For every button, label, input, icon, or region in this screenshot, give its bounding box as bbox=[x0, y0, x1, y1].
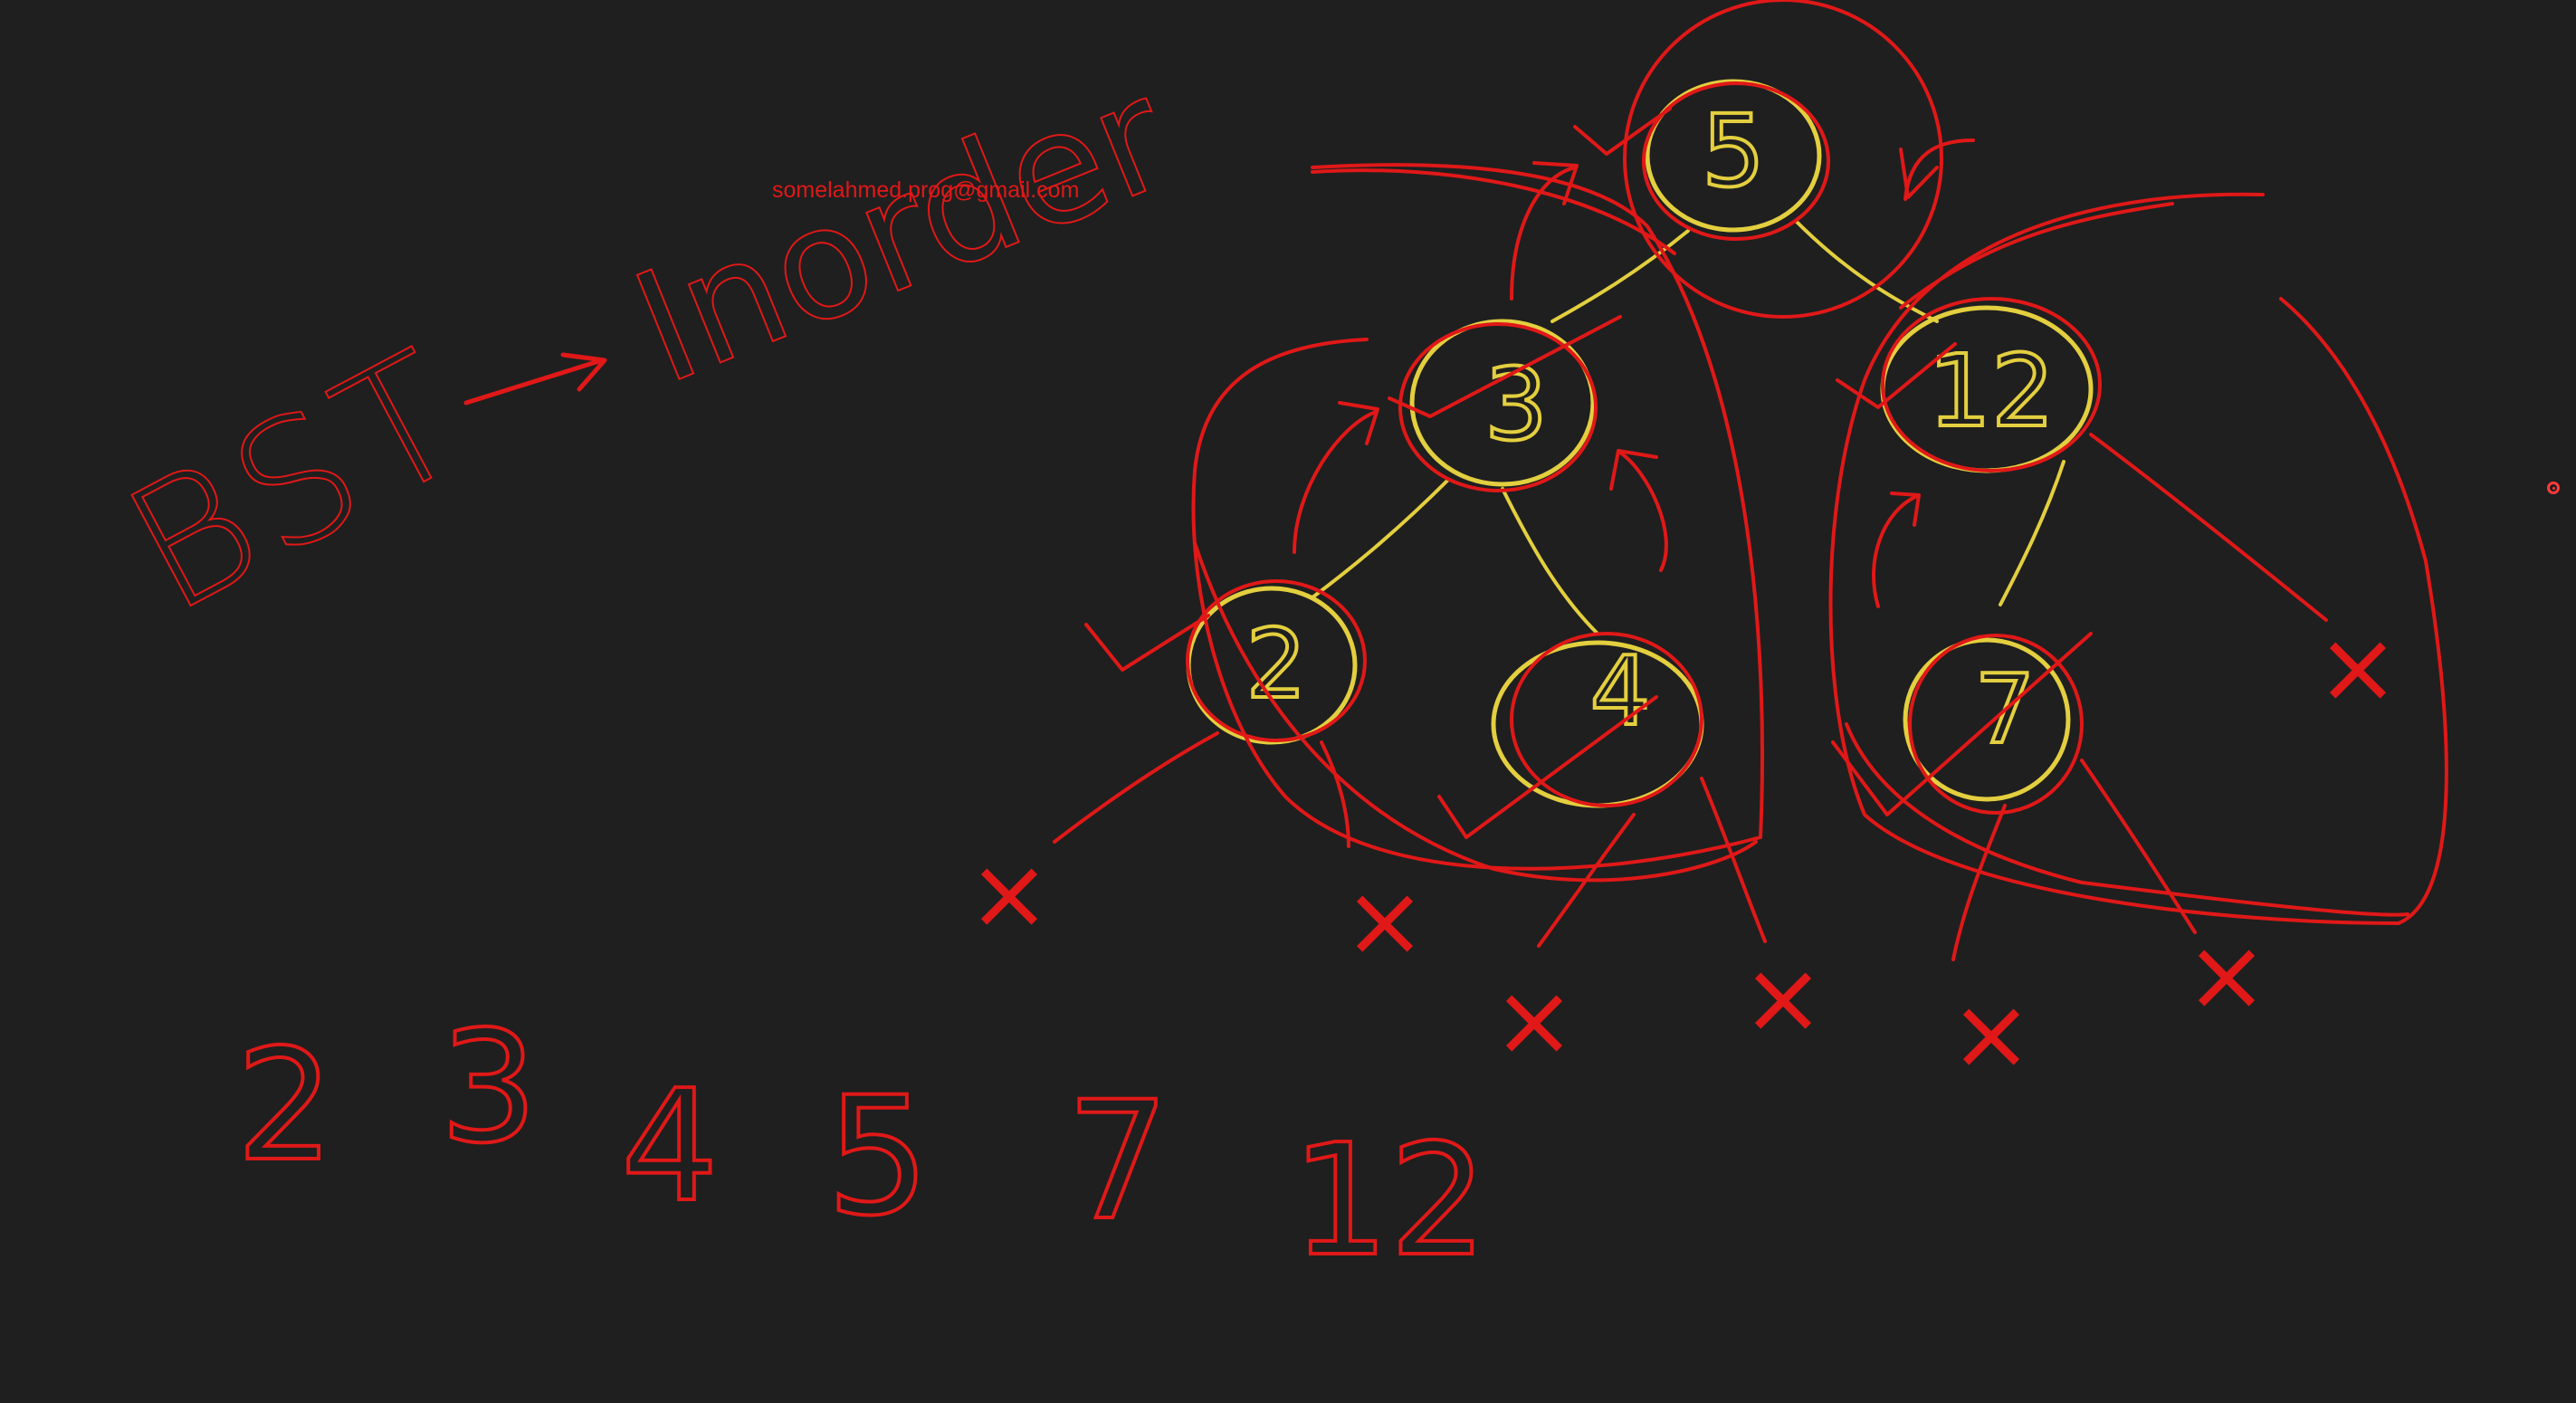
traverse-arrow-icon bbox=[1532, 161, 1579, 205]
root-left-arc bbox=[1311, 168, 1676, 255]
traverse-arrow-icon bbox=[1890, 492, 1921, 527]
node-3-label: 3 bbox=[1484, 347, 1548, 463]
right-subtree-loop bbox=[1828, 192, 2448, 925]
node-4-label: 4 bbox=[1590, 636, 1651, 747]
null-marker: × bbox=[1493, 962, 1576, 1078]
edge-3-4 bbox=[1501, 487, 1599, 635]
node-3: 3 bbox=[1398, 319, 1598, 492]
visited-check-icon bbox=[1388, 315, 1622, 418]
visited-check-icon bbox=[1437, 695, 1658, 839]
node-12: 12 bbox=[1880, 297, 2102, 473]
heading-bst: BST bbox=[97, 310, 501, 652]
record-dot-icon[interactable] bbox=[2547, 482, 2560, 494]
node-4: 4 bbox=[1491, 632, 1704, 808]
visited-check-icon bbox=[1836, 342, 1957, 409]
null-marker: × bbox=[1950, 976, 2033, 1092]
null-marker: × bbox=[1741, 940, 1825, 1055]
null-edge bbox=[1053, 731, 1219, 844]
heading-arrow-icon bbox=[463, 352, 607, 406]
left-subtree-loop-outer bbox=[1193, 541, 1758, 883]
right-subtree-loop-inner bbox=[1845, 722, 2409, 917]
heading-inorder: Inorder bbox=[612, 45, 1192, 419]
traverse-arrow-icon bbox=[1338, 401, 1379, 445]
watermark-email: somelahmed.prog@gmail.com bbox=[772, 177, 1080, 203]
tree-edges bbox=[1311, 220, 2066, 635]
node-5: 5 bbox=[1623, 0, 1943, 319]
visited-check-icon bbox=[1831, 632, 2093, 816]
result-item: 3 bbox=[440, 998, 538, 1178]
traversal-annotations bbox=[1053, 107, 2448, 961]
null-marker: × bbox=[1343, 863, 1426, 978]
node-2-label: 2 bbox=[1246, 609, 1307, 720]
null-marker: × bbox=[968, 835, 1051, 951]
edge-3-2 bbox=[1311, 478, 1450, 599]
result-item: 7 bbox=[1066, 1067, 1170, 1256]
node-7: 7 bbox=[1903, 634, 2084, 815]
visited-check-icon bbox=[1573, 107, 1672, 156]
node-5-label: 5 bbox=[1702, 93, 1765, 209]
inorder-result: 2 3 4 5 7 12 bbox=[234, 997, 1489, 1293]
tree-nodes: 5 3 12 2 4 7 bbox=[1186, 0, 2102, 815]
edge-5-12 bbox=[1795, 220, 1939, 323]
null-edge bbox=[2089, 433, 2328, 622]
null-edge bbox=[1537, 813, 1636, 948]
result-item: 12 bbox=[1292, 1112, 1487, 1291]
result-item: 5 bbox=[826, 1063, 930, 1252]
traverse-arrow-icon bbox=[1510, 166, 1577, 301]
traverse-arrow-icon bbox=[1293, 410, 1378, 554]
result-item: 4 bbox=[621, 1057, 719, 1236]
left-subtree-loop bbox=[1191, 163, 1764, 871]
null-markers: × × × × × × × bbox=[968, 609, 2399, 1092]
traverse-arrow-icon bbox=[1899, 148, 1939, 199]
result-item: 2 bbox=[236, 1016, 334, 1196]
null-marker: × bbox=[2185, 917, 2268, 1033]
null-edge bbox=[1951, 804, 2007, 961]
edge-5-3 bbox=[1550, 229, 1690, 323]
traverse-arrow-icon bbox=[1872, 494, 1919, 608]
traverse-arrow-icon bbox=[1609, 449, 1658, 491]
root-right-arc bbox=[1899, 202, 2174, 310]
null-edge bbox=[1700, 777, 1767, 943]
visited-check-icon bbox=[1084, 614, 1210, 672]
null-edge bbox=[2080, 759, 2197, 934]
traverse-arrow-icon bbox=[1618, 451, 1668, 572]
null-marker: × bbox=[2316, 609, 2399, 725]
edge-12-7 bbox=[1999, 460, 2066, 606]
heading: BST Inorder bbox=[96, 44, 1193, 652]
node-2: 2 bbox=[1186, 579, 1367, 745]
